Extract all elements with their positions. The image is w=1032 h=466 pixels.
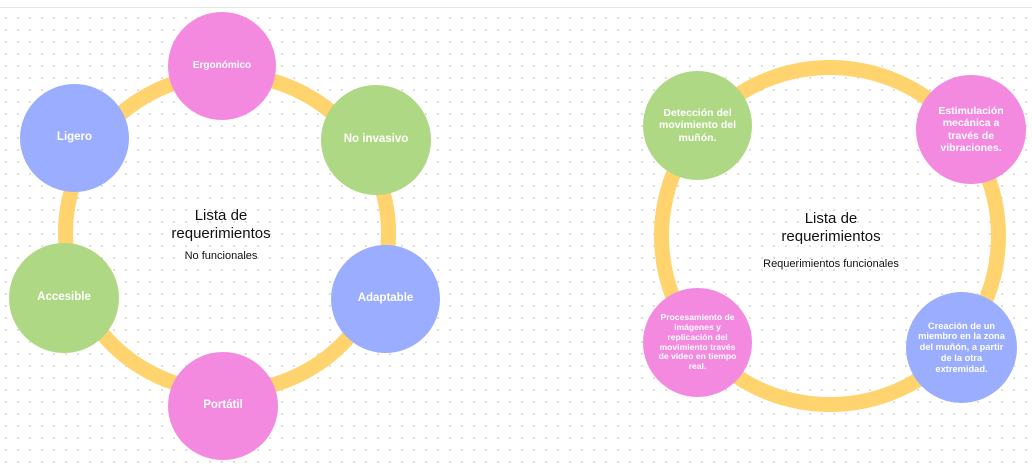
node-adaptable: Adaptable (331, 245, 440, 353)
node-ergonomico: Ergonómico (168, 12, 276, 120)
node-label: Creación de un miembro en la zona del mu… (918, 320, 1005, 374)
top-border (0, 0, 1032, 8)
node-portatil: Portátil (168, 352, 278, 460)
right-diagram-title: Lista de requerimientos (781, 210, 881, 245)
node-label: Ligero (56, 131, 93, 144)
node-estimulacion-mecanica: Estimulación mecánica a través de vibrac… (916, 75, 1026, 184)
node-accesible: Accesible (9, 243, 119, 353)
node-creacion-miembro: Creación de un miembro en la zona del mu… (906, 292, 1017, 403)
node-procesamiento-imagenes: Procesamiento de imágenes y replicación … (643, 288, 752, 397)
node-label: No invasivo (343, 133, 409, 146)
node-no-invasivo: No invasivo (321, 85, 431, 195)
node-label: Procesamiento de imágenes y replicación … (658, 311, 737, 372)
node-ligero: Ligero (20, 84, 129, 192)
left-diagram-subtitle: No funcionales (184, 250, 258, 262)
node-label: Estimulación mecánica a través de vibrac… (938, 105, 1004, 154)
left-diagram-title: Lista de requerimientos (171, 207, 271, 242)
node-label: Accesible (37, 291, 91, 304)
node-deteccion-movimiento: Detección del movimiento del muñón. (643, 71, 752, 180)
node-label: Ergonómico (192, 60, 252, 72)
right-diagram-subtitle: Requerimientos funcionales (763, 258, 899, 270)
node-label: Adaptable (357, 292, 414, 305)
node-label: Detección del movimiento del muñón. (658, 107, 736, 144)
node-label: Portátil (203, 399, 243, 412)
